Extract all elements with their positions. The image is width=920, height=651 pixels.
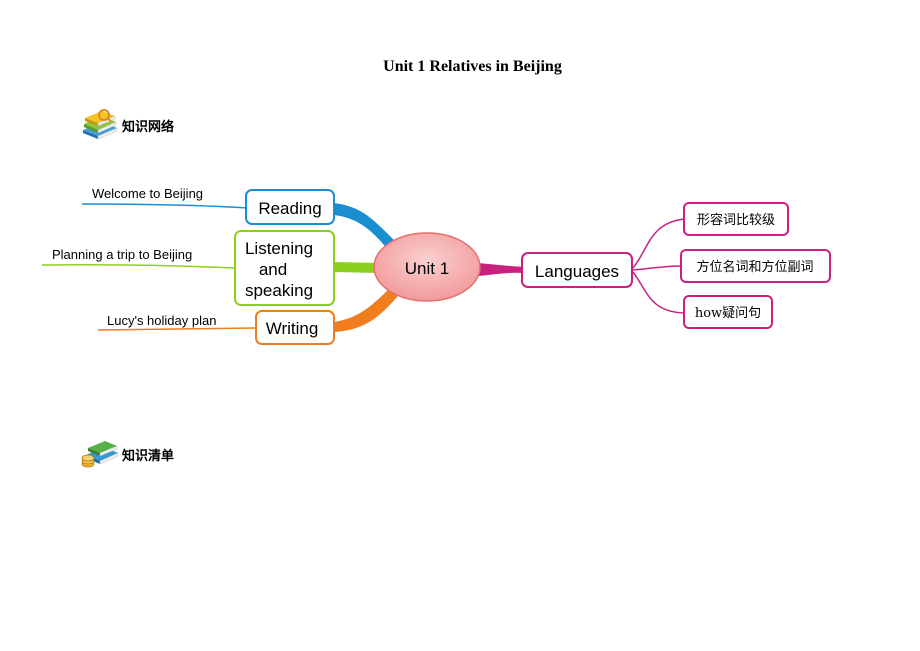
center-node-label: Unit 1 xyxy=(405,259,449,278)
center-node xyxy=(373,232,481,302)
leaf-line-listening xyxy=(41,263,237,269)
leaf-connector-3 xyxy=(632,271,686,314)
books-with-coins-icon xyxy=(81,441,119,468)
node-listening-speaking xyxy=(234,230,335,306)
leaf-line-writing xyxy=(97,327,257,331)
leaf-box-locatives xyxy=(680,249,831,283)
leaf-line-reading xyxy=(81,203,249,209)
node-languages xyxy=(521,252,633,288)
connector-listening xyxy=(334,262,378,273)
leaf-comparatives: 形容词比较级 xyxy=(697,212,775,228)
section-label: 知识清单 xyxy=(122,448,175,464)
leaf-planning-a-trip: Planning a trip to Beijing xyxy=(52,247,192,262)
connector-languages xyxy=(478,263,523,276)
leaf-welcome-to-beijing: Welcome to Beijing xyxy=(92,186,203,201)
node-languages-label: Languages xyxy=(535,262,619,281)
leaf-connector-1 xyxy=(632,218,686,269)
leaf-lucys-holiday-plan: Lucy's holiday plan xyxy=(107,313,216,328)
leaf-box-how-questions xyxy=(683,295,773,329)
leaf-locatives: 方位名词和方位副词 xyxy=(696,259,813,275)
node-writing xyxy=(255,310,335,345)
node-listening-line-3: speaking xyxy=(245,281,313,300)
document-title: Unit 1 Relatives in Beijing xyxy=(383,58,562,75)
node-listening-line-1: Listening xyxy=(245,239,313,258)
leaf-connector-2 xyxy=(632,265,683,271)
connector-reading xyxy=(334,203,398,250)
node-listening-line-2: and xyxy=(259,260,287,279)
node-writing-label: Writing xyxy=(266,319,319,338)
leaf-box-comparatives xyxy=(683,202,789,236)
section-label: 知识网络 xyxy=(122,119,175,135)
section-knowledge-list: 知识清单 xyxy=(80,437,174,471)
books-with-magnifier-icon xyxy=(83,109,118,140)
leaf-how-questions: how疑问句 xyxy=(695,305,761,321)
connector-writing xyxy=(334,290,398,332)
section-knowledge-network: 知识网络 xyxy=(80,108,174,142)
node-reading xyxy=(245,189,335,225)
node-reading-label: Reading xyxy=(258,199,321,218)
